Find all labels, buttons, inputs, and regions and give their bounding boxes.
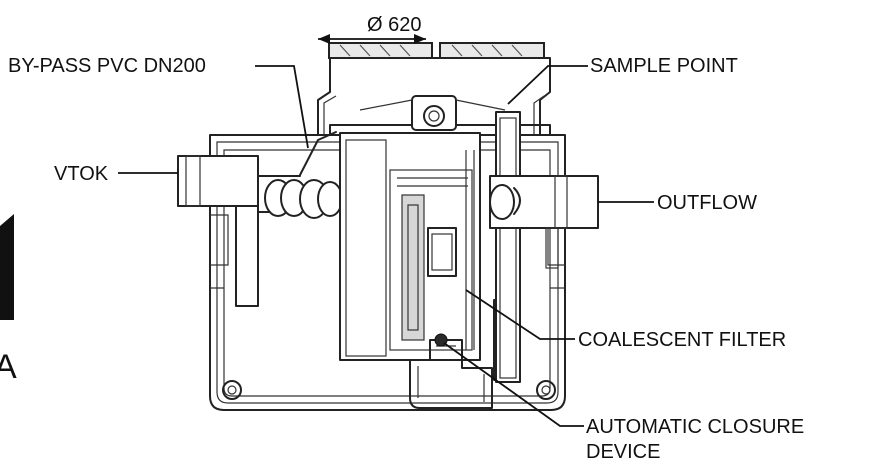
closure-label-line1: AUTOMATIC CLOSURE	[586, 416, 804, 438]
sample-point-label: SAMPLE POINT	[590, 55, 738, 77]
section-label: A	[0, 348, 17, 386]
callout-automatic-closure: AUTOMATIC CLOSURE DEVICE	[443, 342, 804, 463]
manhole-cover-left	[328, 42, 433, 59]
callout-outflow: OUTFLOW	[598, 192, 757, 214]
manhole-cover-right	[439, 42, 545, 59]
diameter-dimension: Ø 620	[318, 14, 426, 44]
inlet-pipe	[177, 131, 343, 307]
callout-sample-point: SAMPLE POINT	[507, 55, 738, 105]
callout-coalescent-filter: COALESCENT FILTER	[465, 289, 786, 351]
bypass-label: BY-PASS PVC DN200	[8, 55, 206, 77]
outflow-label: OUTFLOW	[657, 192, 757, 214]
callout-vtok: VTOK	[54, 163, 178, 185]
tank-body	[209, 134, 566, 411]
dimension-arrow-right-icon	[414, 34, 426, 44]
closure-label-line2: DEVICE	[586, 441, 660, 463]
coalescent-filter-label: COALESCENT FILTER	[578, 329, 786, 351]
callout-bypass: BY-PASS PVC DN200	[8, 55, 309, 149]
inspection-neck	[317, 42, 551, 136]
vtok-label: VTOK	[54, 163, 109, 185]
outlet-pipe	[489, 111, 599, 383]
bolt-bottom-right	[536, 380, 556, 400]
coalescent-chamber	[339, 132, 481, 361]
section-marker: A	[0, 214, 17, 386]
dimension-arrow-left-icon	[318, 34, 330, 44]
diameter-label: Ø 620	[367, 14, 421, 36]
bolt-bottom-left	[222, 380, 242, 400]
